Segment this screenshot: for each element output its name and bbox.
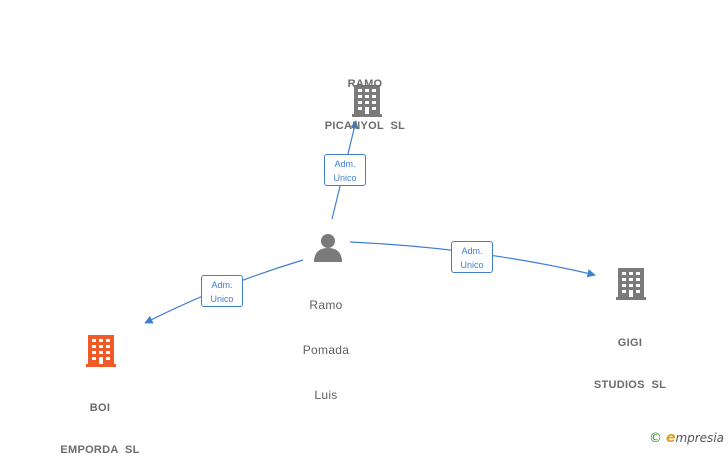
edge-label-line: Adm. [211, 280, 233, 290]
edge-label-line: Unico [333, 173, 357, 183]
node-label-line: STUDIOS SL [593, 379, 667, 391]
brand-logo-text: mpresia [675, 431, 724, 445]
edge-label-line: Adm. [334, 159, 356, 169]
building-icon-gigi-studios[interactable] [616, 268, 646, 300]
copyright-icon: © [648, 431, 662, 446]
node-label-line: EMPORDA SL [60, 444, 140, 456]
brand-logo: ©empresia [649, 430, 724, 446]
edge-label-to-ramo-picanyol[interactable]: Adm. Unico [324, 154, 366, 186]
edge-label-line: Adm. [461, 246, 483, 256]
building-icon-boi-emporda[interactable] [86, 335, 116, 367]
node-label-boi-emporda[interactable]: BOI EMPORDA SL [35, 373, 165, 471]
node-label-line: RAMO [347, 78, 383, 90]
relationship-graph [86, 85, 646, 367]
edge-label-to-gigi-studios[interactable]: Adm. Unico [451, 241, 493, 273]
node-label-line: Ramo [309, 298, 343, 312]
node-label-line: PICANYOL SL [324, 120, 406, 132]
edge-label-to-boi-emporda[interactable]: Adm. Unico [201, 275, 243, 307]
node-label-line: BOI [89, 402, 111, 414]
building-icon-ramo-picanyol[interactable] [352, 85, 382, 117]
node-label-ramo-picanyol[interactable]: RAMO PICANYOL SL [300, 49, 430, 147]
brand-logo-e: e [665, 430, 676, 446]
node-label-line: Pomada [302, 343, 350, 357]
node-label-gigi-studios[interactable]: GIGI STUDIOS SL [565, 308, 695, 406]
node-label-line: Luis [314, 388, 338, 402]
node-label-person[interactable]: Ramo Pomada Luis [276, 268, 376, 418]
edge-label-line: Unico [210, 294, 234, 304]
node-label-line: GIGI [617, 337, 643, 349]
person-icon[interactable] [314, 234, 342, 262]
edge-label-line: Unico [460, 260, 484, 270]
